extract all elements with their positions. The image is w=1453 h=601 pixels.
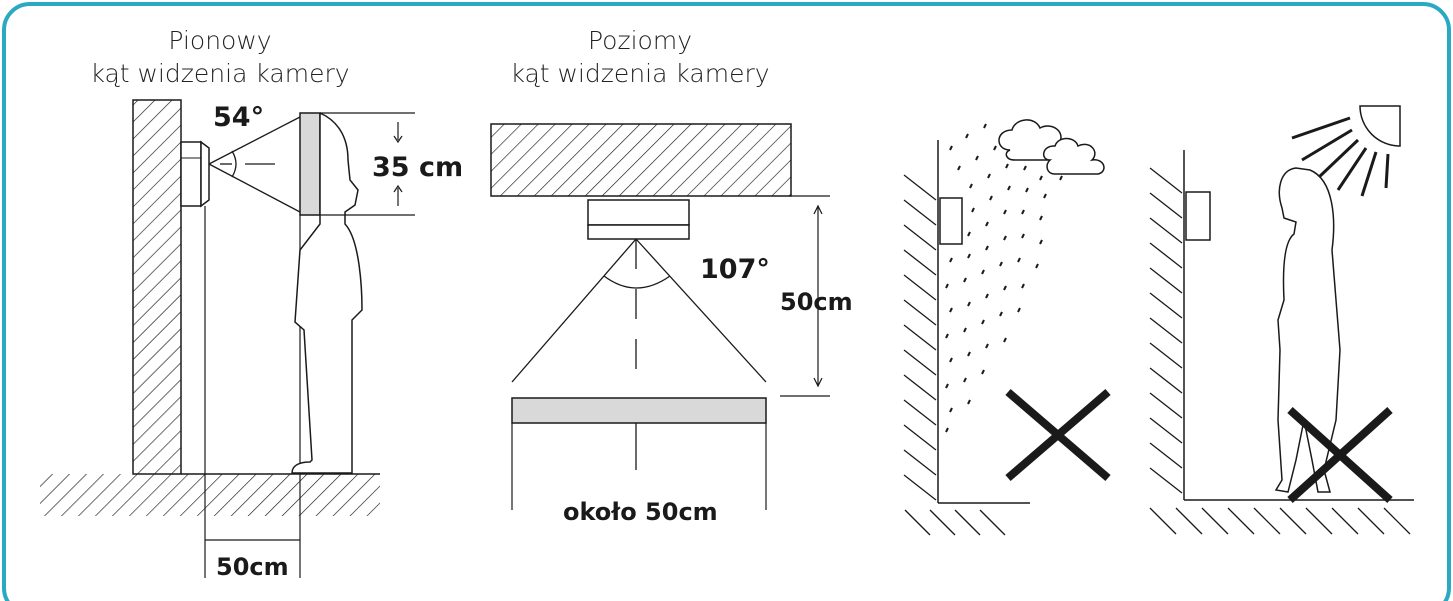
horizontal-angle-panel: 107° 50cm około 50cm <box>490 123 853 526</box>
sun-icon <box>1291 105 1401 197</box>
horizontal-angle-label: 107° <box>700 254 770 285</box>
rain-drops <box>945 123 1063 433</box>
vertical-angle-title: Pionowy kąt widzenia kamery <box>70 24 370 90</box>
vertical-title-line2: kąt widzenia kamery <box>90 59 350 88</box>
camera-unit-sun <box>1185 191 1211 241</box>
horizontal-angle-title: Poziomy kąt widzenia kamery <box>490 24 790 90</box>
horizontal-distance-label: 50cm <box>780 288 853 316</box>
rain-warning-panel <box>903 119 1111 536</box>
vertical-distance-label: 50cm <box>216 553 289 581</box>
floor <box>40 474 380 516</box>
horizontal-title-line2: kąt widzenia kamery <box>510 59 770 88</box>
ceiling-wall <box>490 123 792 197</box>
rain-cloud-icon <box>998 119 1105 175</box>
camera-unit-rain <box>939 197 963 245</box>
horizontal-width-label: około 50cm <box>563 498 718 526</box>
vertical-title-line1: Pionowy <box>168 26 272 55</box>
person-silhouette <box>291 112 363 474</box>
sun-warning-panel <box>1149 105 1414 535</box>
vertical-height-label: 35 cm <box>372 152 463 183</box>
vertical-angle-panel: 54° 35 cm 50cm <box>40 99 463 581</box>
coverage-band <box>511 397 767 424</box>
camera-unit <box>180 140 210 208</box>
horizontal-title-line1: Poziomy <box>588 26 692 55</box>
cross-icon <box>1287 407 1393 503</box>
wall <box>132 99 182 475</box>
cross-icon <box>1005 388 1111 482</box>
camera-unit-top <box>587 199 690 240</box>
vertical-angle-label: 54° <box>213 102 264 133</box>
coverage-area <box>299 112 321 216</box>
